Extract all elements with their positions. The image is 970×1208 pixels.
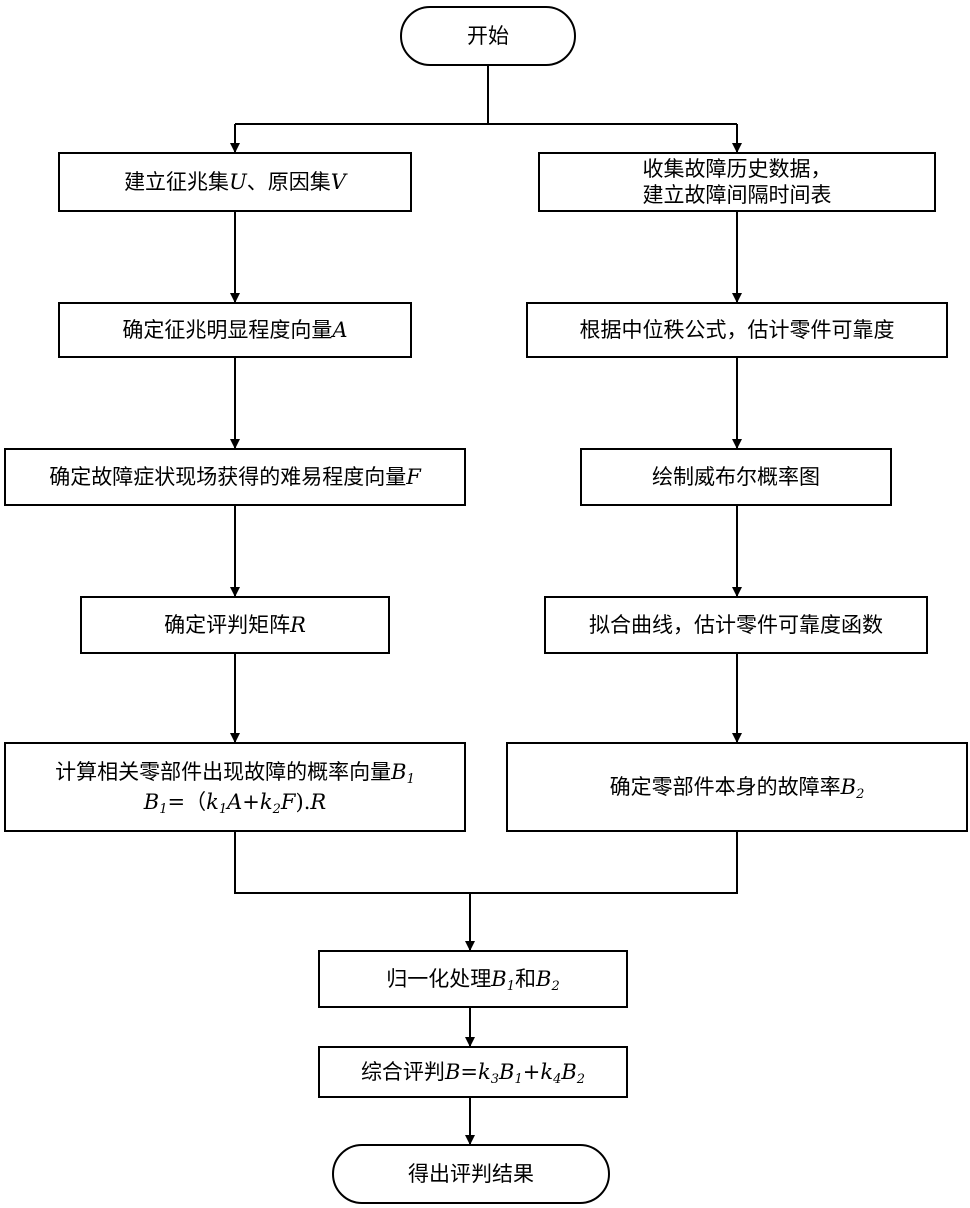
left-step-1: 建立征兆集U、原因集V — [58, 152, 412, 212]
merge-step-evaluate-label: 综合评判B=k3B1+k4B2 — [361, 1057, 585, 1087]
start-node: 开始 — [400, 6, 576, 66]
start-label: 开始 — [467, 21, 509, 51]
end-node: 得出评判结果 — [332, 1144, 610, 1204]
left-step-4: 确定评判矩阵R — [80, 596, 390, 654]
right-step-1: 收集故障历史数据， 建立故障间隔时间表 — [538, 152, 936, 212]
right-step-1-line2: 建立故障间隔时间表 — [643, 182, 832, 208]
left-step-3: 确定故障症状现场获得的难易程度向量F — [4, 448, 466, 506]
left-step-1-label: 建立征兆集U、原因集V — [124, 167, 346, 197]
left-step-2: 确定征兆明显程度向量A — [58, 302, 412, 358]
merge-step-evaluate: 综合评判B=k3B1+k4B2 — [318, 1046, 628, 1098]
merge-step-normalize: 归一化处理B1和B2 — [318, 950, 628, 1008]
right-step-3: 绘制威布尔概率图 — [580, 448, 892, 506]
left-step-2-label: 确定征兆明显程度向量A — [122, 315, 347, 345]
left-step-5: 计算相关零部件出现故障的概率向量B1 B1=（k1A+k2F).R — [4, 742, 466, 832]
merge-step-normalize-label: 归一化处理B1和B2 — [386, 964, 559, 994]
right-step-4-label: 拟合曲线，估计零件可靠度函数 — [589, 610, 883, 640]
right-step-5-label: 确定零部件本身的故障率B2 — [610, 772, 865, 802]
connector-merge — [235, 832, 737, 893]
right-step-1-line1: 收集故障历史数据， — [643, 156, 832, 182]
right-step-2-label: 根据中位秩公式，估计零件可靠度 — [580, 315, 895, 345]
left-step-4-label: 确定评判矩阵R — [164, 610, 306, 640]
left-step-5-formula: B1=（k1A+k2F).R — [144, 787, 326, 817]
right-step-4: 拟合曲线，估计零件可靠度函数 — [544, 596, 928, 654]
left-step-5-line1: 计算相关零部件出现故障的概率向量B1 — [55, 757, 415, 787]
right-step-2: 根据中位秩公式，估计零件可靠度 — [526, 302, 948, 358]
right-step-5: 确定零部件本身的故障率B2 — [506, 742, 968, 832]
end-label: 得出评判结果 — [408, 1159, 534, 1189]
right-step-3-label: 绘制威布尔概率图 — [652, 462, 820, 492]
left-step-3-label: 确定故障症状现场获得的难易程度向量F — [49, 462, 421, 492]
